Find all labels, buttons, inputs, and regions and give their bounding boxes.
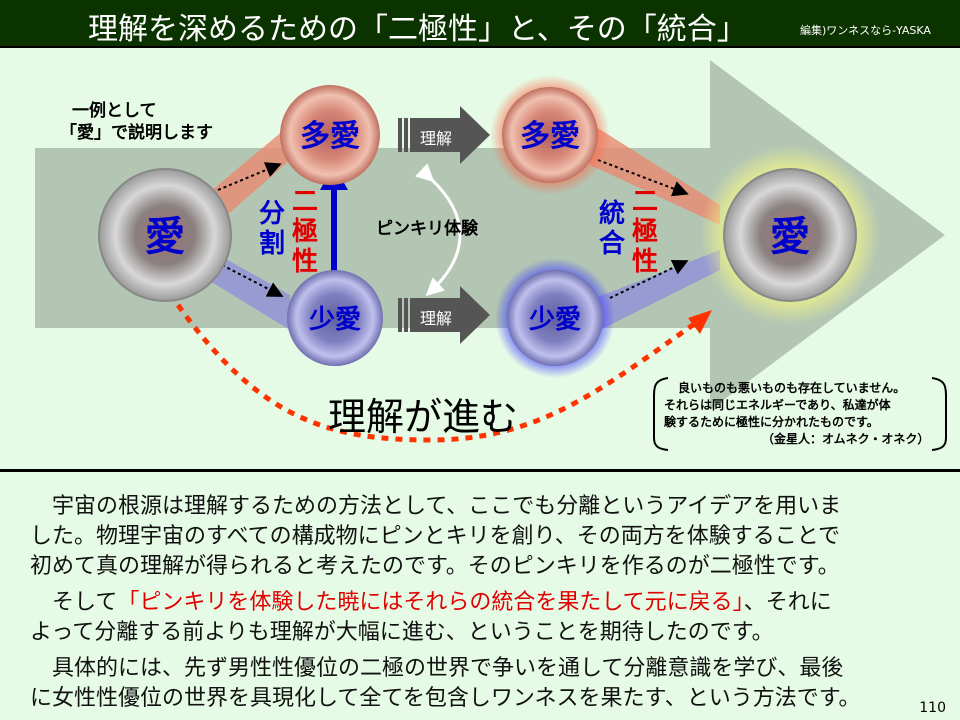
- love-label-right: 愛: [770, 214, 810, 260]
- understand-arrow-top: 理解: [398, 106, 490, 164]
- paragraph-1-line: 宇宙の根源は理解するための方法として、ここでも分離というアイデアを用いま: [52, 494, 842, 519]
- slide-header: 理解を深めるための「二極性」と、その「統合」 編集)ワンネスなら-YASKA: [0, 0, 960, 48]
- credit: 編集)ワンネスなら-YASKA: [800, 24, 931, 37]
- love-orb-right: [723, 168, 857, 302]
- polarity-diagram: 理解 理解 愛 愛 多愛 多愛 少愛 少愛 分 割 二 極: [0, 48, 960, 470]
- big-gray-arrow: [35, 60, 945, 410]
- paragraph-2-line: よって分離する前よりも理解が大幅に進む、ということを期待したのです。: [30, 620, 774, 645]
- split-char: 割: [259, 228, 285, 259]
- much-love-orb-left: [280, 85, 380, 185]
- quote-box: 良いものも悪いものも存在していません。 それらは同じエネルギーであり、私達が体 …: [653, 377, 947, 451]
- quote-line: 良いものも悪いものも存在していません。: [678, 380, 905, 395]
- polarity-char: 性: [292, 247, 318, 277]
- little-love-label-left: 少愛: [308, 305, 361, 335]
- slide-title: 理解を深めるための「二極性」と、その「統合」: [88, 12, 747, 47]
- polarity-char: 二: [292, 187, 318, 217]
- much-love-label-left: 多愛: [300, 119, 360, 154]
- paragraph-2-suffix: 、それに: [743, 590, 832, 615]
- integration-char: 合: [599, 228, 626, 259]
- understanding-advances-label: 理解が進む: [328, 395, 518, 439]
- understand-label-top: 理解: [420, 129, 452, 148]
- little-love-orb-left: [287, 270, 383, 366]
- section-divider: [0, 469, 960, 472]
- paragraph-1-line: した。物理宇宙のすべての構成物にピンとキリを創り、その両方を体験することで: [30, 524, 841, 549]
- dotted-arrow: [221, 264, 284, 297]
- understand-arrow-bottom: 理解: [398, 286, 490, 344]
- split-cone-blue: [200, 250, 290, 330]
- paragraph-2-highlight: 「ピンキリを体験した暁にはそれらの統合を果たして元に戻る」: [117, 590, 744, 615]
- little-love-label-right: 少愛: [528, 305, 581, 335]
- much-love-orb-right: [502, 87, 598, 183]
- progress-curve-arrow: [175, 303, 702, 443]
- understand-label-bottom: 理解: [420, 309, 452, 328]
- paragraph-2-line: そして「ピンキリを体験した暁にはそれらの統合を果たして元に戻る」、それに: [52, 584, 832, 616]
- love-orb-left: [98, 168, 232, 302]
- page-number: 110: [919, 700, 946, 716]
- example-line-2: 「愛」で説明します: [60, 122, 213, 143]
- polarity-char: 性: [632, 247, 658, 277]
- paragraph-3-line: に女性性優位の世界を具現化して全てを包含しワンネスを果たす、という方法です。: [30, 686, 861, 711]
- love-label-left: 愛: [145, 214, 185, 260]
- paragraph-2-prefix: そして: [52, 590, 118, 615]
- quote-line: それらは同じエネルギーであり、私達が体: [664, 397, 892, 412]
- dotted-arrow: [217, 162, 282, 191]
- quote-line: 験するために極性に分かれたものです。: [664, 414, 879, 429]
- paragraph-3-line: 具体的には、先ず男性性優位の二極の世界で争いを通して分離意識を学び、最後: [52, 656, 844, 681]
- example-line-1: 一例として: [72, 100, 157, 121]
- pinkiri-double-arrow: [415, 163, 462, 297]
- much-love-label-right: 多愛: [520, 119, 580, 154]
- dotted-arrow: [609, 259, 689, 299]
- paragraph-1-line: 初めて真の理解が得られると考えたのです。そのピンキリを作るのが二極性です。: [30, 554, 840, 579]
- progress-arrow-head: [688, 310, 712, 334]
- polarity-char: 極: [292, 217, 318, 247]
- integration-char: 統: [599, 198, 625, 229]
- split-char: 分: [259, 199, 285, 229]
- polarity-char: 二: [632, 187, 658, 217]
- polarity-char: 極: [632, 217, 658, 247]
- little-love-orb-right: [507, 270, 603, 366]
- quote-attribution: （金星人：オムネク・オネク）: [762, 431, 929, 446]
- pinkiri-experience-label: ピンキリ体験: [376, 218, 479, 239]
- merge-cone-red: [585, 120, 720, 225]
